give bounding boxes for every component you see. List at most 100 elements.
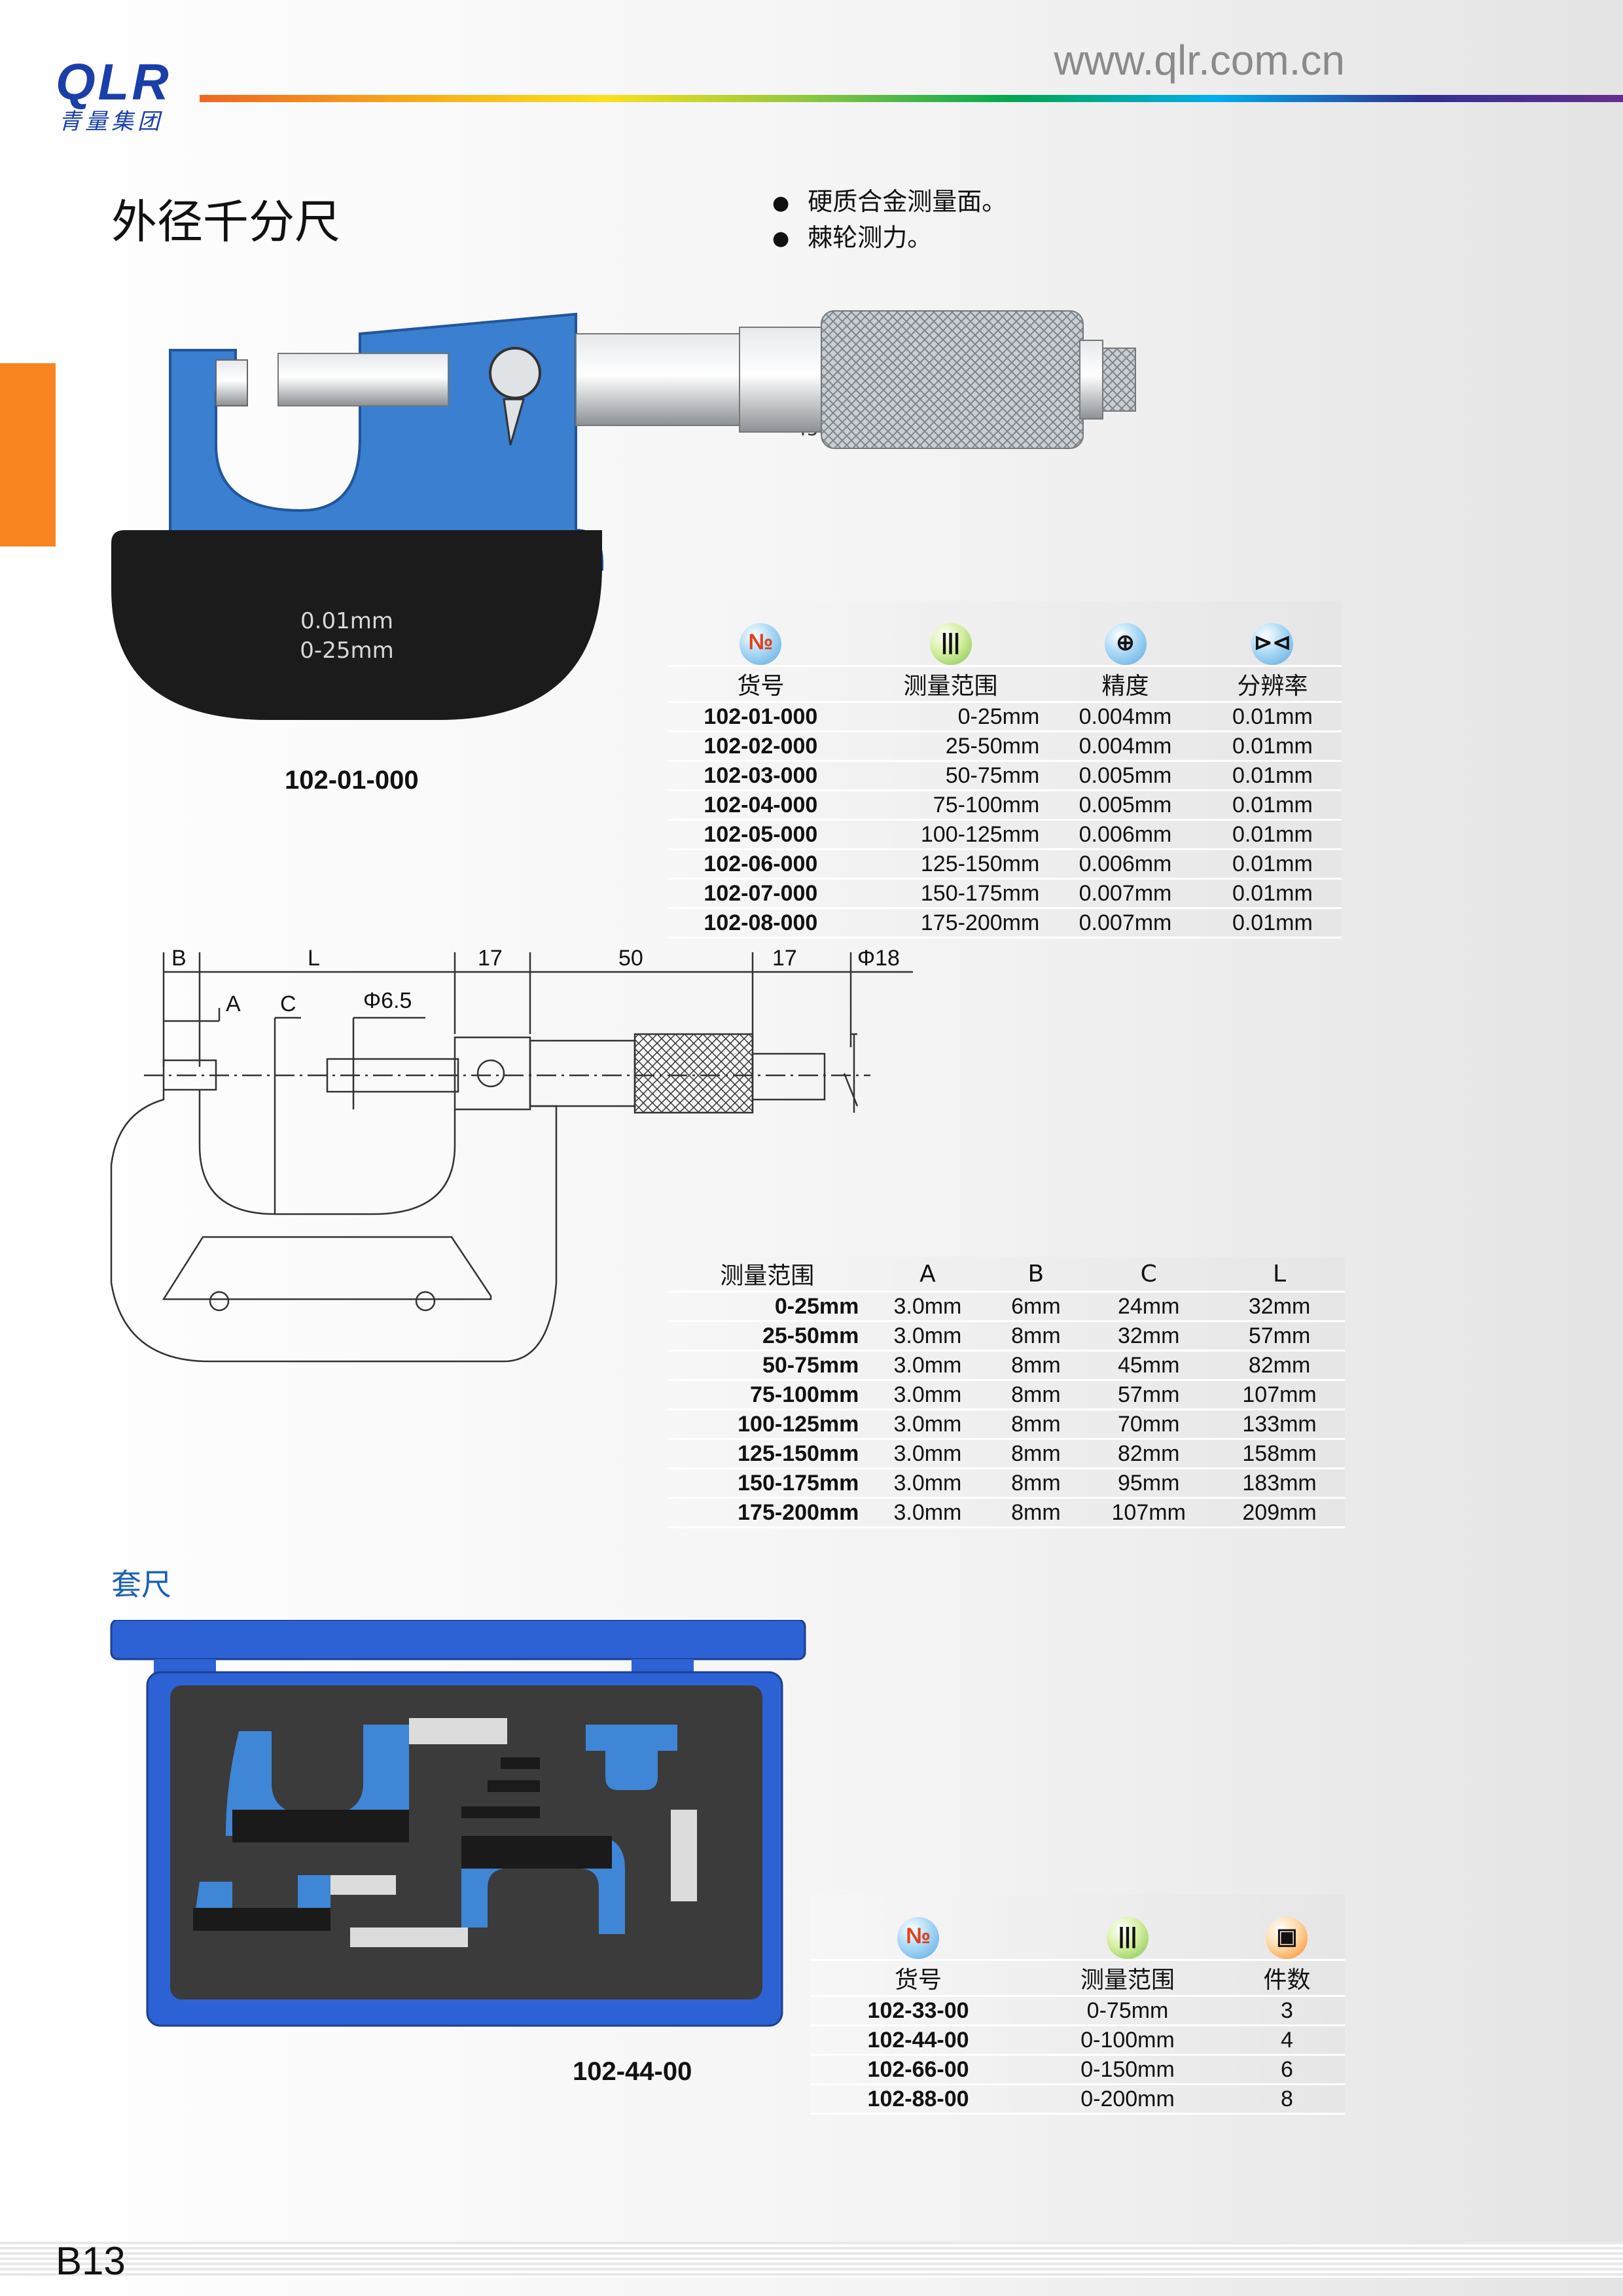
table-cell: 150-175mm: [668, 1468, 867, 1499]
table-cell: 3.0mm: [866, 1321, 989, 1352]
dim-label-17b: 17: [772, 946, 797, 971]
table-cell: 125-150mm: [668, 1439, 867, 1469]
header-resolution: 分辨率: [1203, 666, 1342, 703]
table-cell: 45mm: [1083, 1350, 1215, 1381]
table-cell: 102-02-000: [668, 731, 854, 762]
logo-subtitle: 青量集团: [59, 109, 164, 135]
feature-item: 棘轮测力。: [772, 221, 1007, 257]
header-item-no: 货号: [810, 1960, 1027, 1997]
table-cell: 102-05-000: [668, 819, 854, 850]
table-cell: 82mm: [1214, 1350, 1345, 1381]
header-c: C: [1083, 1257, 1215, 1293]
table-cell: 57mm: [1083, 1380, 1215, 1410]
feature-item: 硬质合金测量面。: [772, 185, 1007, 221]
table-cell: 8: [1228, 2084, 1345, 2115]
table-cell: 57mm: [1214, 1321, 1345, 1352]
feature-list: 硬质合金测量面。 棘轮测力。: [772, 185, 1007, 256]
table-cell: 8mm: [988, 1380, 1084, 1410]
table-cell: 0.01mm: [1203, 790, 1342, 821]
number-icon: №: [897, 1917, 940, 1959]
table-cell: 0.004mm: [1047, 731, 1204, 762]
frame-range-text: 0-25mm: [300, 637, 393, 664]
table-cell: 3.0mm: [866, 1498, 989, 1528]
header-a: A: [866, 1257, 989, 1293]
table-cell: 3: [1228, 1996, 1345, 2026]
website-url[interactable]: www.qlr.com.cn: [1054, 37, 1345, 84]
table-cell: 102-66-00: [810, 2054, 1027, 2085]
table-cell: 3.0mm: [866, 1439, 989, 1469]
header-range: 测量范围: [853, 666, 1048, 703]
section-tab: [0, 363, 56, 547]
table-cell: 102-04-000: [668, 790, 854, 821]
product-caption: 102-01-000: [285, 766, 419, 795]
dim-label-b: B: [171, 946, 187, 971]
table-cell: 0.01mm: [1203, 849, 1342, 880]
table-cell: 75-100mm: [668, 1380, 867, 1410]
header-pieces: 件数: [1228, 1960, 1345, 1997]
table-cell: 133mm: [1214, 1409, 1345, 1440]
micrometer-set-case-image: [110, 1620, 806, 2027]
table-cell: 102-07-000: [668, 878, 854, 909]
table-cell: 0.004mm: [1047, 702, 1204, 732]
table-cell: 3.0mm: [866, 1291, 989, 1322]
frame-resolution-text: 0.01mm: [300, 608, 393, 634]
table-cell: 183mm: [1214, 1468, 1345, 1499]
table-cell: 102-06-000: [668, 849, 854, 880]
table-cell: 6mm: [988, 1291, 1084, 1322]
dim-label-a: A: [226, 992, 241, 1016]
table-cell: 82mm: [1083, 1439, 1215, 1469]
table-cell: 0.005mm: [1047, 761, 1204, 791]
dimension-drawing: B L 17 50 17 Φ18 A C Φ6.5: [110, 946, 913, 1363]
table-cell: 175-200mm: [853, 908, 1048, 939]
table-cell: 102-88-00: [810, 2084, 1027, 2115]
logo: QLR: [56, 53, 171, 111]
table-cell: 0-200mm: [1026, 2084, 1229, 2115]
table-cell: 3.0mm: [866, 1468, 989, 1499]
table-cell: 3.0mm: [866, 1380, 989, 1410]
accuracy-icon: ⊕: [1104, 623, 1147, 665]
set-section-title: 套尺: [111, 1567, 171, 1602]
table-cell: 0.005mm: [1047, 790, 1204, 821]
table-cell: 0.01mm: [1203, 761, 1342, 791]
header-accuracy: 精度: [1047, 666, 1204, 703]
table-cell: 95mm: [1083, 1468, 1215, 1499]
table-cell: 0-150mm: [1026, 2054, 1229, 2085]
table-cell: 50-75mm: [668, 1350, 867, 1381]
table-cell: 3.0mm: [866, 1350, 989, 1381]
table-cell: 209mm: [1214, 1498, 1345, 1528]
table-cell: 4: [1228, 2025, 1345, 2056]
table-cell: 8mm: [988, 1350, 1084, 1381]
table-cell: 8mm: [988, 1498, 1084, 1528]
table-cell: 32mm: [1214, 1291, 1345, 1322]
table-cell: 100-125mm: [668, 1409, 867, 1440]
header-range: 测量范围: [668, 1257, 867, 1293]
dim-label-c: C: [280, 992, 296, 1016]
page-title: 外径千分尺: [111, 195, 340, 249]
header-range: 测量范围: [1026, 1960, 1229, 1997]
table-cell: 102-33-00: [810, 1996, 1027, 2026]
table-cell: 107mm: [1083, 1498, 1215, 1528]
resolution-icon: ⊳⊲: [1251, 623, 1294, 665]
table-cell: 25-50mm: [853, 731, 1048, 762]
header-b: B: [988, 1257, 1084, 1293]
table-cell: 107mm: [1214, 1380, 1345, 1410]
table-cell: 8mm: [988, 1468, 1084, 1499]
set-caption: 102-44-00: [573, 2057, 692, 2086]
page-number: B13: [56, 2239, 126, 2283]
header-item-no: 货号: [668, 666, 854, 703]
dim-label-phi65: Φ6.5: [363, 988, 412, 1013]
footer-bar: [0, 2242, 1623, 2278]
table-cell: 102-01-000: [668, 702, 854, 732]
table-cell: 8mm: [988, 1439, 1084, 1469]
table-cell: 102-44-00: [810, 2025, 1027, 2056]
